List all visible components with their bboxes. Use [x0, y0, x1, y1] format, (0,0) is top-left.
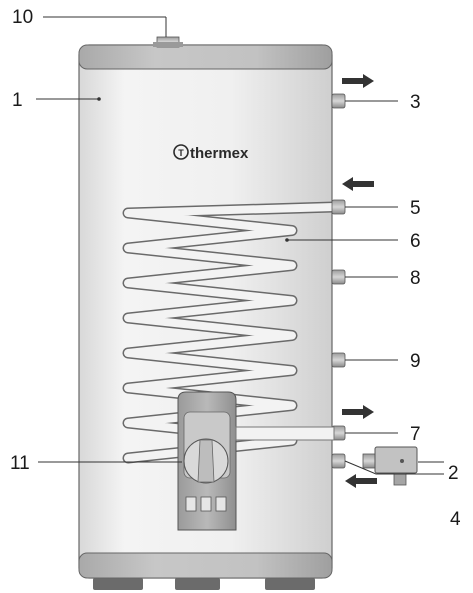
leader-lines	[36, 16, 444, 475]
callout-8: 8	[410, 268, 421, 289]
flow-arrows	[342, 74, 377, 488]
brand-logo-glyph: T	[178, 148, 184, 158]
tank-feet	[93, 578, 315, 590]
callout-5: 5	[410, 198, 421, 219]
indicator-light-3	[215, 496, 227, 512]
side-fittings	[331, 93, 346, 469]
coil-outlet-pipe	[235, 426, 335, 441]
arrow-out-3-icon	[342, 74, 374, 88]
control-panel	[177, 391, 237, 531]
callout-9: 9	[410, 351, 421, 372]
brand-logo: T thermex	[173, 144, 249, 162]
callout-6: 6	[410, 231, 421, 252]
callout-labels: 10 1 3 5 6 8 9 7 11 2 4	[10, 7, 461, 530]
arrow-out-7-icon	[342, 405, 374, 419]
callout-2: 2	[448, 463, 459, 484]
callout-1: 1	[12, 90, 23, 111]
fitting-8	[331, 269, 346, 285]
indicator-light-2	[200, 496, 212, 512]
arrow-in-2-icon	[345, 474, 377, 488]
safety-valve	[362, 446, 418, 486]
top-anode-fitting	[153, 36, 183, 48]
callout-3: 3	[410, 92, 421, 113]
callout-10: 10	[12, 7, 33, 28]
fitting-5	[331, 199, 346, 215]
callout-11: 11	[10, 453, 30, 474]
fitting-2	[331, 453, 346, 469]
arrow-in-5-icon	[342, 177, 374, 191]
callout-7: 7	[410, 424, 421, 445]
fitting-9	[331, 352, 346, 368]
brand-name: thermex	[190, 145, 249, 162]
indicator-light-1	[185, 496, 197, 512]
callout-4: 4	[450, 509, 461, 530]
fitting-3	[331, 93, 346, 109]
brand-logo-icon	[173, 144, 189, 160]
